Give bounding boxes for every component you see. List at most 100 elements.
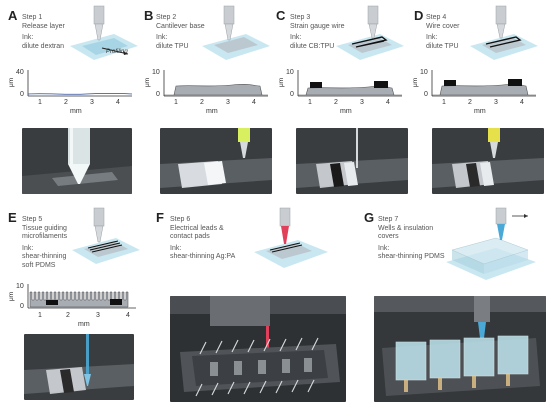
y-tick-top: 10	[286, 69, 294, 76]
ink-label: Ink:	[426, 34, 438, 41]
ink-label: Ink:	[290, 34, 302, 41]
x-axis-label: mm	[474, 108, 486, 115]
panel-letter: G	[364, 210, 375, 225]
ink-name: dilute CB:TPU	[290, 42, 335, 50]
height-profile-plot: μm 10 0 1 2 3 4 mm	[6, 280, 138, 330]
panel-letter: E	[8, 210, 17, 225]
x-tick: 3	[360, 99, 364, 106]
panel-letter: D	[414, 8, 424, 23]
y-tick-top: 40	[16, 69, 24, 76]
step-description: Step 5 Tissue guiding microfilaments Ink…	[22, 216, 67, 270]
print-photo	[432, 128, 544, 194]
height-profile-plot: μm 40 0 1 2 3 4 mm	[6, 66, 134, 116]
ink-name: shear-thinning	[22, 253, 67, 260]
y-axis-label: μm	[412, 78, 419, 87]
ink-label: Ink:	[156, 34, 168, 41]
x-tick: 1	[38, 99, 42, 106]
step-number: Step 1	[22, 14, 43, 21]
step-description: Step 1 Release layer Ink: dilute dextran	[22, 14, 65, 51]
ink-label: Ink:	[378, 244, 390, 252]
y-tick-top: 10	[152, 69, 160, 76]
x-axis-label: mm	[70, 108, 82, 115]
y-tick-zero: 0	[20, 303, 24, 310]
panel-letter: A	[8, 8, 18, 23]
step-title: Strain gauge wire	[290, 22, 345, 30]
x-tick: 1	[442, 99, 446, 106]
profiling-label: Profiling	[106, 49, 128, 55]
x-tick: 2	[468, 99, 472, 106]
step-description: Step 2 Cantilever base Ink: dilute TPU	[156, 14, 205, 51]
step-number: Step 2	[156, 14, 177, 21]
y-axis-label: μm	[8, 78, 15, 87]
step-number: Step 6	[170, 216, 191, 223]
step-description: Step 7 Wells & insulation covers Ink: sh…	[378, 216, 445, 262]
print-illustration	[66, 206, 144, 268]
ink-name: dilute dextran	[22, 42, 65, 50]
x-tick: 2	[200, 99, 204, 106]
ink-name: shear-thinning Ag:PA	[170, 253, 236, 260]
step-title: Release layer	[22, 22, 65, 30]
x-tick: 2	[64, 99, 68, 106]
x-tick: 3	[226, 99, 230, 106]
print-illustration	[466, 4, 544, 64]
step-number: Step 4	[426, 14, 447, 21]
y-tick-zero: 0	[290, 91, 294, 98]
print-illustration	[442, 206, 542, 286]
height-profile-plot: μm 10 0 1 2 3 4 mm	[276, 66, 404, 116]
x-tick: 2	[66, 312, 70, 319]
ink-name: dilute TPU	[156, 42, 189, 50]
step-number: Step 7	[378, 216, 399, 223]
ink-label: Ink:	[170, 244, 182, 252]
x-tick: 3	[494, 99, 498, 106]
ink-label: Ink:	[22, 34, 34, 41]
y-axis-label: μm	[278, 78, 285, 87]
print-photo	[24, 334, 134, 400]
x-tick: 4	[126, 312, 130, 319]
y-tick-top: 10	[16, 283, 24, 290]
x-axis-label: mm	[340, 108, 352, 115]
step-number: Step 3	[290, 14, 311, 21]
height-profile-plot: μm 10 0 1 2 3 4 mm	[410, 66, 538, 116]
step-title: Cantilever base	[156, 22, 205, 30]
print-illustration	[330, 4, 408, 64]
step-number: Step 5	[22, 216, 43, 223]
print-illustration: Profiling	[62, 4, 140, 64]
y-axis-label: μm	[8, 292, 15, 301]
height-profile-plot: μm 10 0 1 2 3 4 mm	[142, 66, 270, 116]
x-tick: 1	[38, 312, 42, 319]
y-tick-zero: 0	[424, 91, 428, 98]
y-tick-top: 10	[420, 69, 428, 76]
x-tick: 4	[520, 99, 524, 106]
step-title: Electrical leads &	[170, 224, 224, 232]
x-axis-label: mm	[206, 108, 218, 115]
step-title: Tissue guiding	[22, 224, 67, 232]
x-tick: 4	[116, 99, 120, 106]
print-illustration	[196, 4, 274, 64]
panel-letter: C	[276, 8, 286, 23]
print-photo	[296, 128, 408, 194]
x-tick: 1	[308, 99, 312, 106]
x-tick: 2	[334, 99, 338, 106]
step-description: Step 6 Electrical leads & contact pads I…	[170, 216, 235, 262]
y-tick-zero: 0	[156, 91, 160, 98]
step-description: Step 3 Strain gauge wire Ink: dilute CB:…	[290, 14, 344, 51]
step-title: Wire cover	[426, 22, 460, 30]
x-tick: 1	[174, 99, 178, 106]
ink-name: dilute TPU	[426, 42, 459, 50]
step-description: Step 4 Wire cover Ink: dilute TPU	[426, 14, 459, 51]
print-photo	[160, 128, 272, 194]
print-photo	[22, 128, 132, 194]
step-title: microfilaments	[22, 233, 68, 240]
panel-letter: B	[144, 8, 154, 23]
x-tick: 4	[386, 99, 390, 106]
step-title: contact pads	[170, 233, 210, 240]
panel-letter: F	[156, 210, 164, 225]
x-tick: 3	[96, 312, 100, 319]
print-illustration	[250, 206, 334, 272]
step-title: covers	[378, 233, 399, 240]
x-tick: 3	[90, 99, 94, 106]
ink-name: soft PDMS	[22, 261, 56, 269]
print-photo	[374, 296, 546, 402]
x-tick: 4	[252, 99, 256, 106]
y-axis-label: μm	[144, 78, 151, 87]
